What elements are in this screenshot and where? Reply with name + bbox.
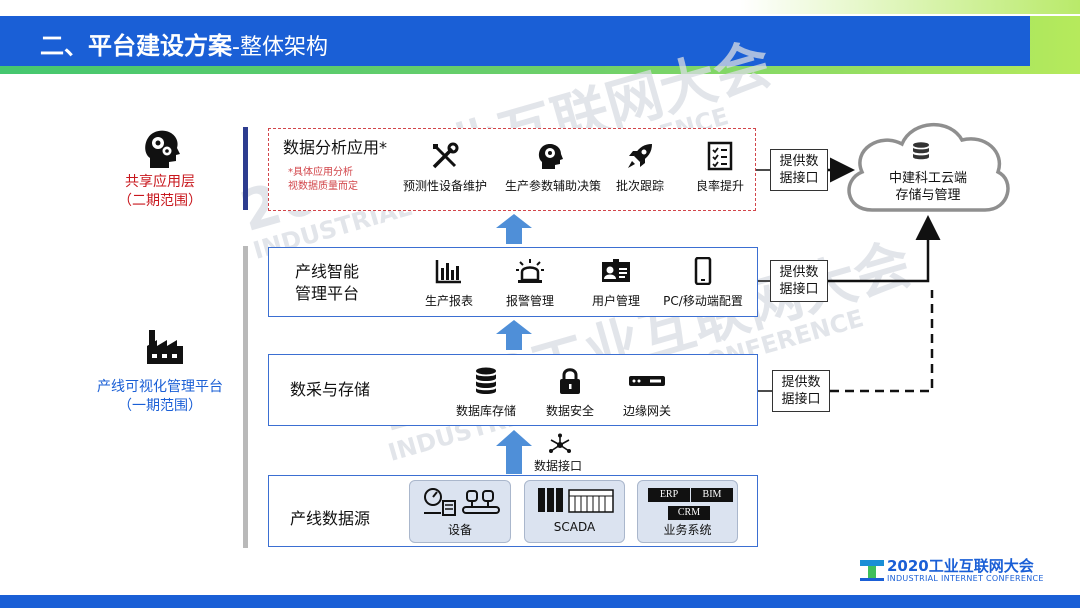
- management-item-report: 生产报表: [404, 256, 494, 309]
- platform-layer-line1: 产线可视化管理平台: [97, 379, 223, 395]
- storage-item-label: 数据库存储: [455, 404, 516, 418]
- mobile-phone-icon: [658, 256, 748, 286]
- share-layer-line1: 共享应用层: [125, 174, 195, 190]
- wrench-screwdriver-icon: [400, 141, 490, 171]
- interface-line1: 提供数: [781, 375, 821, 390]
- platform-layer-label: 产线可视化管理平台 （一期范围）: [85, 378, 235, 416]
- management-layer-title: 产线智能 管理平台: [295, 261, 359, 305]
- analysis-item-decision: 生产参数辅助决策: [505, 141, 602, 194]
- footer-bar: [0, 595, 1080, 608]
- cloud-label-line1: 中建科工云端: [888, 171, 967, 186]
- header-top-decoration: [740, 0, 1080, 14]
- connector-management-cloud: [828, 215, 941, 283]
- conference-logo-title: 2020工业互联网大会: [887, 557, 1034, 575]
- interface-line1: 提供数: [779, 154, 819, 169]
- header-blue-band: [0, 16, 1030, 66]
- bim-tag: BIM: [691, 488, 733, 502]
- server-rack-icon: [537, 487, 615, 517]
- data-interface-label: 数据接口: [534, 459, 583, 473]
- connector-storage-cloud: [830, 290, 934, 393]
- share-layer-line2: （二期范围）: [118, 193, 202, 209]
- interface-box-storage: 提供数 据接口: [772, 370, 830, 412]
- source-item-business: ERP BIM CRM 业务系统: [637, 480, 738, 543]
- management-title-line2: 管理平台: [295, 284, 360, 303]
- conference-logo-subtitle: INDUSTRIAL INTERNET CONFERENCE: [887, 574, 1044, 583]
- interface-line2: 据接口: [779, 171, 819, 186]
- management-title-line1: 产线智能: [295, 262, 360, 281]
- storage-item-label: 数据安全: [545, 404, 594, 418]
- analysis-item-label: 生产参数辅助决策: [505, 179, 602, 193]
- management-item-label: PC/移动端配置: [663, 294, 743, 308]
- interface-line2: 据接口: [781, 392, 821, 407]
- cloud-shape: [847, 123, 1010, 212]
- erp-tag: ERP: [648, 488, 690, 502]
- source-item-scada: SCADA: [524, 480, 625, 543]
- gateway-router-icon: [602, 366, 692, 396]
- analysis-note: *具体应用分析 视数据质量而定: [288, 166, 358, 194]
- storage-item-gateway: 边缘网关: [602, 366, 692, 419]
- share-layer-label: 共享应用层 （二期范围）: [100, 173, 220, 211]
- interface-box-management: 提供数 据接口: [770, 260, 828, 302]
- id-card-icon: [571, 256, 661, 286]
- platform-layer-line2: （一期范围）: [118, 398, 202, 414]
- source-item-label: SCADA: [553, 520, 596, 534]
- storage-item-security: 数据安全: [525, 366, 615, 419]
- analysis-note-line2: 视数据质量而定: [288, 181, 358, 192]
- interface-line2: 据接口: [779, 282, 819, 297]
- storage-item-label: 边缘网关: [622, 404, 671, 418]
- source-layer-title: 产线数据源: [290, 509, 371, 528]
- storage-item-database: 数据库存储: [441, 366, 531, 419]
- management-item-label: 报警管理: [505, 294, 554, 308]
- head-gears-icon: [142, 128, 182, 174]
- share-layer-bar: [243, 127, 248, 210]
- storage-layer-box: [268, 354, 758, 426]
- factory-icon: [145, 326, 185, 370]
- page-title: 二、平台建设方案-整体架构: [40, 26, 328, 61]
- lock-icon: [525, 366, 615, 396]
- cloud-database-icon: [912, 142, 930, 168]
- interface-box-analysis: 提供数 据接口: [770, 149, 828, 191]
- analysis-item-label: 预测性设备维护: [402, 179, 487, 193]
- analysis-item-label: 良率提升: [695, 179, 744, 193]
- cloud-label-line2: 存储与管理: [895, 188, 961, 203]
- crm-tag: CRM: [668, 506, 710, 520]
- page-title-main: 二、平台建设方案: [40, 32, 232, 60]
- checklist-icon: [675, 141, 765, 171]
- conference-logo-icon: [860, 558, 884, 586]
- management-item-label: 用户管理: [591, 294, 640, 308]
- analysis-item-label: 批次跟踪: [615, 179, 664, 193]
- management-layer-box: [268, 247, 758, 317]
- storage-layer-title: 数采与存储: [290, 380, 371, 399]
- up-arrow-3: [496, 430, 532, 478]
- management-item-config: PC/移动端配置: [658, 256, 748, 309]
- brain-head-icon: [505, 141, 595, 171]
- analysis-item-yield: 良率提升: [675, 141, 765, 194]
- gauge-conveyor-icon: [423, 485, 501, 525]
- source-item-label: 业务系统: [663, 523, 712, 537]
- bar-chart-icon: [404, 256, 494, 286]
- analysis-layer-title: 数据分析应用*: [283, 138, 388, 157]
- analysis-note-line1: *具体应用分析: [288, 167, 353, 178]
- network-nodes-icon: [548, 433, 572, 461]
- source-item-label: 设备: [447, 523, 472, 537]
- up-arrow-2: [496, 320, 532, 354]
- analysis-item-batch: 批次跟踪: [595, 141, 685, 194]
- database-icon: [441, 366, 531, 396]
- rocket-icon: [595, 141, 685, 171]
- platform-layer-bar: [243, 246, 248, 548]
- management-item-alarm: 报警管理: [485, 256, 575, 309]
- source-item-equipment: 设备: [409, 480, 511, 543]
- management-item-user: 用户管理: [571, 256, 661, 309]
- page-title-sub: -整体架构: [232, 35, 328, 60]
- alarm-siren-icon: [485, 256, 575, 286]
- analysis-item-maintenance: 预测性设备维护: [400, 141, 490, 194]
- management-item-label: 生产报表: [424, 294, 473, 308]
- cloud-label: 中建科工云端 存储与管理: [868, 170, 988, 204]
- up-arrow-1: [496, 214, 532, 248]
- interface-line1: 提供数: [779, 265, 819, 280]
- analysis-layer-box: [268, 128, 756, 211]
